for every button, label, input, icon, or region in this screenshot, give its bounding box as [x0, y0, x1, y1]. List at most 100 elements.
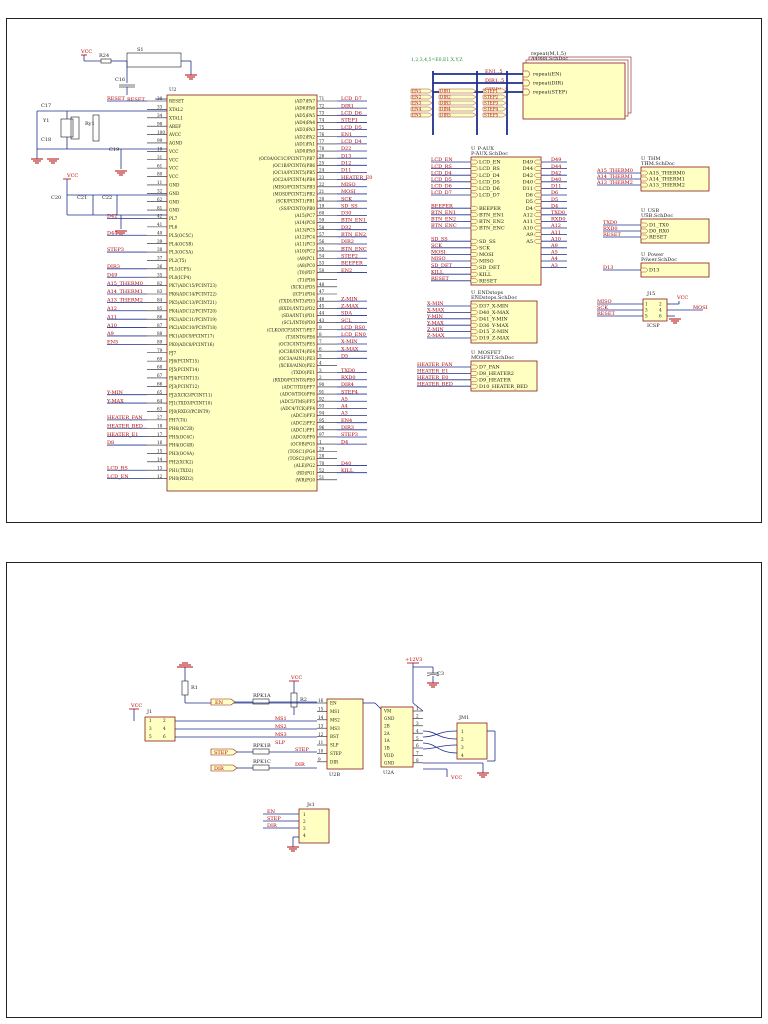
mcu-right-net-label: STEP1	[341, 118, 358, 124]
crystal-circuit: C17 C18 Y1 Ry1	[31, 103, 167, 164]
mcu-left-pin-name: GND	[169, 199, 180, 204]
atmega2560-symbol: U2 RESET30RESETXTAL233XTAL134AREF98AVCC1…	[106, 87, 372, 492]
mcu-left-pin-name: PK4(ADC12/PCINT20)	[169, 308, 217, 313]
thm-sheet-file: THM.SchDoc	[641, 161, 675, 167]
paux-right-port-label: D6	[526, 193, 533, 199]
thm-net-label: A14_THERM1	[596, 174, 633, 180]
endstops-port-label: D41_Y-MIN	[479, 316, 508, 322]
mcu-left-pin-number: 27	[157, 415, 163, 420]
mosfet-net-label: HEATER_BED	[417, 381, 453, 387]
dir-net-label: DIR	[295, 762, 305, 768]
u2a-pin-name: 2A	[384, 731, 391, 736]
mcu-left-pin-number: 63	[157, 407, 163, 412]
repeat-sheet-port	[522, 70, 531, 78]
mcu-left-pin-name: PH7(T4)	[169, 417, 187, 422]
mcu-right-net-label: BTN_EN2	[341, 232, 366, 238]
ry1-label: Ry1	[85, 121, 95, 127]
u2b-pin-name: RST	[330, 734, 339, 739]
paux-left-port	[470, 173, 479, 178]
usb-sheet-ref: U_USB	[641, 208, 659, 214]
mcu-right-pin-name: (OC2A/PCINT4)PB4	[273, 177, 316, 182]
usb-port	[640, 222, 649, 228]
paux-right-net-label: RXD0	[551, 217, 566, 223]
bus-net-port	[482, 94, 507, 100]
mcu-right-pin-number: 71	[319, 96, 325, 101]
u2a-pin-name: 1B	[384, 746, 390, 751]
bus-net-label: STEP1	[484, 89, 499, 94]
mcu-left-pin-number: 66	[157, 382, 163, 387]
mcu-right-pin-name: (SS/PCINT0)PB0	[279, 206, 315, 211]
endstops-net-label: Y-MIN	[426, 314, 444, 320]
paux-right-net-label: D6	[551, 190, 558, 196]
mcu-right-net-label: EN4	[341, 418, 352, 424]
mosfet-port	[470, 371, 479, 376]
mcu-right-net-label: LCD_D4	[341, 139, 362, 145]
mcu-left-pin-number: 30	[157, 96, 163, 101]
paux-left-port	[470, 192, 479, 198]
mcu-left-pin-number: 15	[157, 449, 163, 454]
endstops-net-label: Y-MAX	[426, 320, 444, 326]
mcu-left-pin-name: PL0(ICP4)	[169, 275, 191, 280]
mcu-right-net-label: HEATER_E0	[341, 175, 372, 181]
mcu-right-net-label: D11	[341, 168, 351, 174]
mcu-right-pin-name: (AD5)PA5	[295, 113, 316, 118]
motor-supply: +12V3 C3	[405, 657, 444, 703]
mcu-right-pin-name: (T3/INT6)PE6	[286, 334, 316, 339]
mcu-right-net-label: LCD_D5	[341, 125, 362, 131]
mcu-left-pin-name: GND	[169, 208, 180, 213]
rpk1b-label: RPK1B	[253, 743, 271, 749]
mcu-right-pin-name: (ADC4/TCK)PF4	[281, 406, 316, 411]
js1-pin-number: 2	[303, 819, 306, 824]
j15-pin-number: 1	[645, 302, 648, 307]
vcc-label-j1: VCC	[130, 703, 142, 709]
paux-right-port-label: A11	[522, 219, 533, 225]
mcu-right-net-label: DIR3	[341, 425, 354, 431]
mosfet-net-label: HEATER_FAN	[417, 362, 453, 368]
mcu-left-pin-number: 88	[157, 331, 163, 336]
mcu-left-pin-number: 10	[157, 147, 163, 152]
mcu-left-pin-name: PJ0(RXD3/PCINT9)	[169, 409, 210, 414]
paux-right-port	[533, 206, 542, 211]
usb-port-label: D0_RX0	[649, 229, 669, 235]
paux-right-port-label: A9	[525, 232, 533, 238]
mcu-right-pin-name: (AD2)PA2	[295, 134, 316, 139]
paux-left-port	[470, 206, 479, 211]
mcu-right-pin-name: (A14)PC6	[295, 220, 316, 225]
mosfet-net-label: HEATER_E1	[417, 369, 448, 375]
mcu-left-pin-number: 12	[157, 474, 163, 479]
mcu-right-pin-name: (AD7)PA7	[295, 99, 316, 104]
paux-sheet-file: P-AUX.SchDoc	[471, 151, 508, 157]
u2b-body	[326, 698, 364, 770]
paux-left-net-label: LCD_D5	[431, 177, 452, 183]
mcu-left-net-label: D49	[107, 272, 117, 278]
mcu-right-net-label: D30	[341, 211, 351, 217]
mcu-right-pin-number: 19	[319, 203, 325, 208]
paux-left-port	[470, 219, 479, 224]
mcu-right-pin-number: 25	[319, 161, 325, 166]
mcu-left-pin-name: RESET	[169, 99, 184, 104]
mcu-right-pin-name: (MISO/PCINT3)PB3	[273, 184, 316, 189]
mcu-right-pin-number: 94	[319, 411, 325, 416]
mcu-left-pin-number: 87	[157, 323, 163, 328]
mcu-left-net-label: D8	[107, 440, 114, 446]
mcu-right-net-label: A4	[340, 404, 348, 410]
v12-label: +12V3	[405, 657, 422, 663]
bus-net-label: EN3	[412, 101, 422, 106]
mcu-right-pin-name: (XCK0/AIN0)PE2	[279, 363, 315, 368]
ms-net-label: MS1	[275, 716, 287, 722]
paux-right-net-label: A4	[550, 256, 558, 262]
mcu-right-pin-number: 54	[319, 253, 325, 258]
r1-label: R1	[191, 685, 198, 691]
bus-net-port	[410, 100, 433, 106]
mcu-right-pin-name: (A9)PC1	[297, 256, 315, 261]
paux-left-port	[470, 272, 479, 277]
mcu-right-pin-number: 46	[319, 296, 325, 301]
c19-label: C19	[109, 147, 119, 153]
paux-left-port-label: LCD_RS	[479, 166, 500, 172]
u2a-pin-name: 1A	[384, 738, 391, 743]
mcu-right-pin-name: (ADC3)PF3	[291, 413, 315, 418]
paux-left-net-label: LCD_EN	[431, 157, 453, 163]
mcu-right-net-label: D22	[341, 146, 351, 152]
thm-port-label: A15_THERM0	[648, 171, 685, 177]
reset-net-label: RESET	[127, 97, 145, 103]
